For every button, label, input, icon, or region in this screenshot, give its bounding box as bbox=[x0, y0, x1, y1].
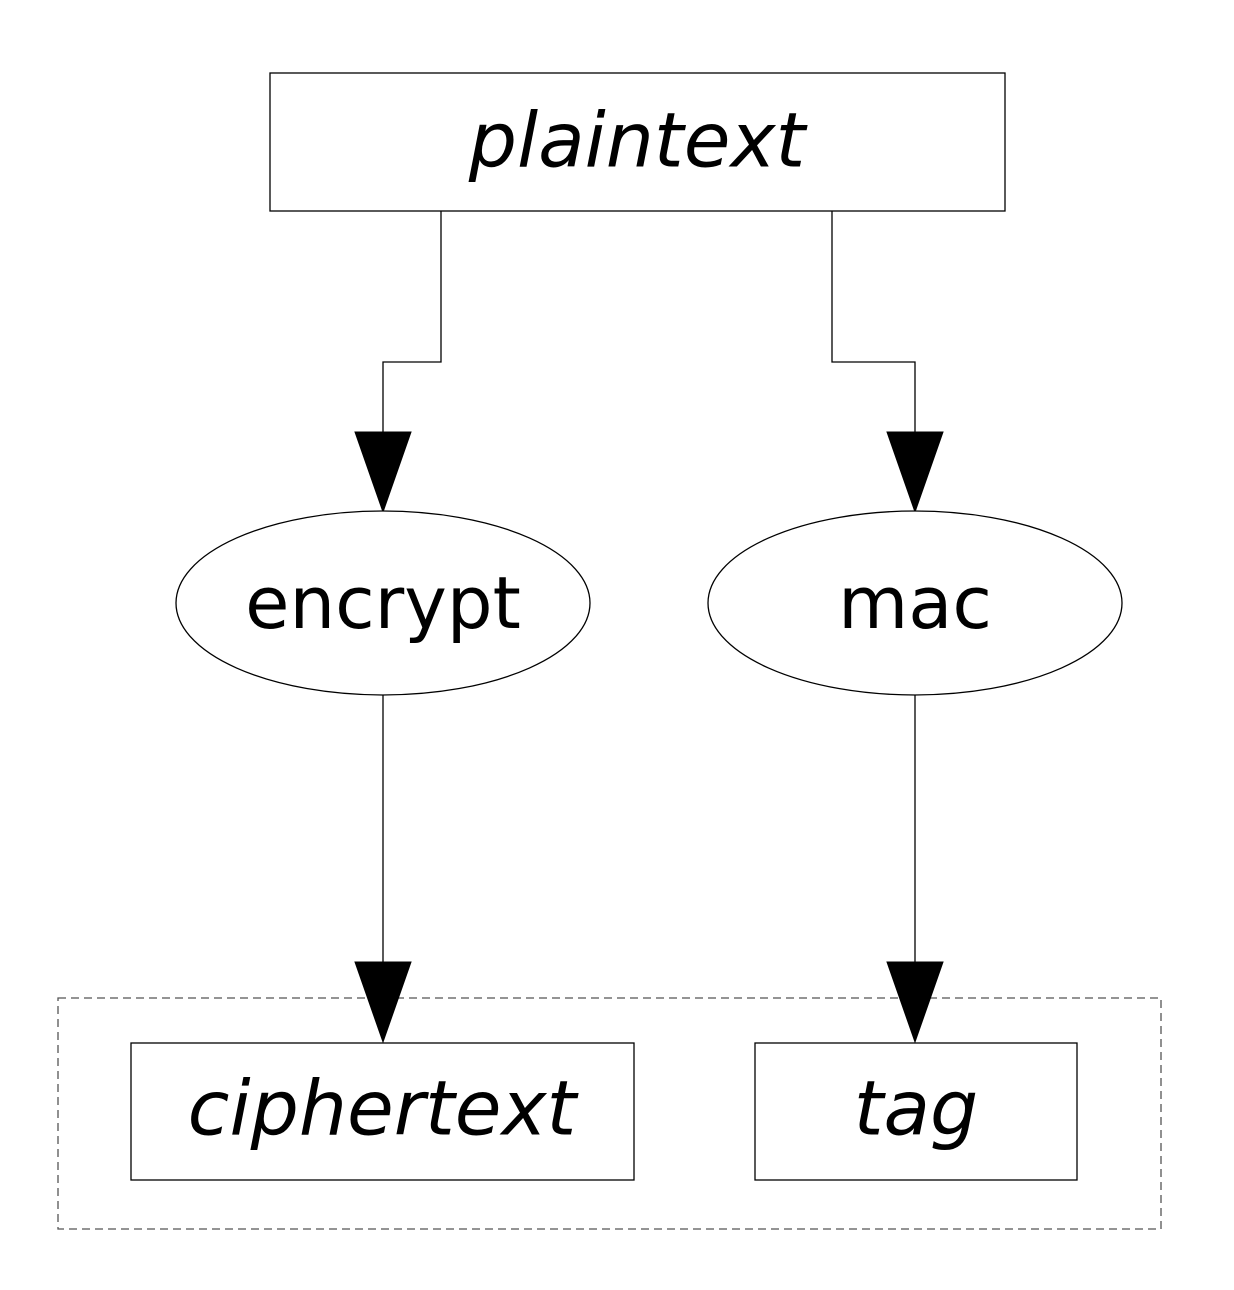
arrowhead-mac bbox=[886, 431, 944, 514]
edge-plaintext-mac bbox=[831, 211, 916, 432]
node-ciphertext: ciphertext bbox=[130, 1042, 635, 1181]
mac-label: mac bbox=[838, 561, 992, 645]
ciphertext-label: ciphertext bbox=[188, 1064, 580, 1153]
tag-box bbox=[754, 1042, 1078, 1181]
plaintext-box bbox=[269, 72, 1006, 212]
edge-plaintext-encrypt bbox=[382, 211, 442, 432]
encrypt-ellipse bbox=[175, 510, 591, 696]
arrowhead-tag bbox=[886, 961, 944, 1044]
encrypt-label: encrypt bbox=[245, 561, 521, 645]
plaintext-label: plaintext bbox=[468, 96, 809, 185]
node-mac: mac bbox=[707, 510, 1123, 696]
node-plaintext: plaintext bbox=[269, 72, 1006, 212]
mac-ellipse bbox=[707, 510, 1123, 696]
output-group-outline bbox=[57, 997, 1162, 1230]
ciphertext-box bbox=[130, 1042, 635, 1181]
arrowhead-encrypt bbox=[354, 431, 412, 514]
node-encrypt: encrypt bbox=[175, 510, 591, 696]
arrowhead-ciphertext bbox=[354, 961, 412, 1044]
tag-label: tag bbox=[854, 1064, 979, 1153]
node-tag: tag bbox=[754, 1042, 1078, 1181]
